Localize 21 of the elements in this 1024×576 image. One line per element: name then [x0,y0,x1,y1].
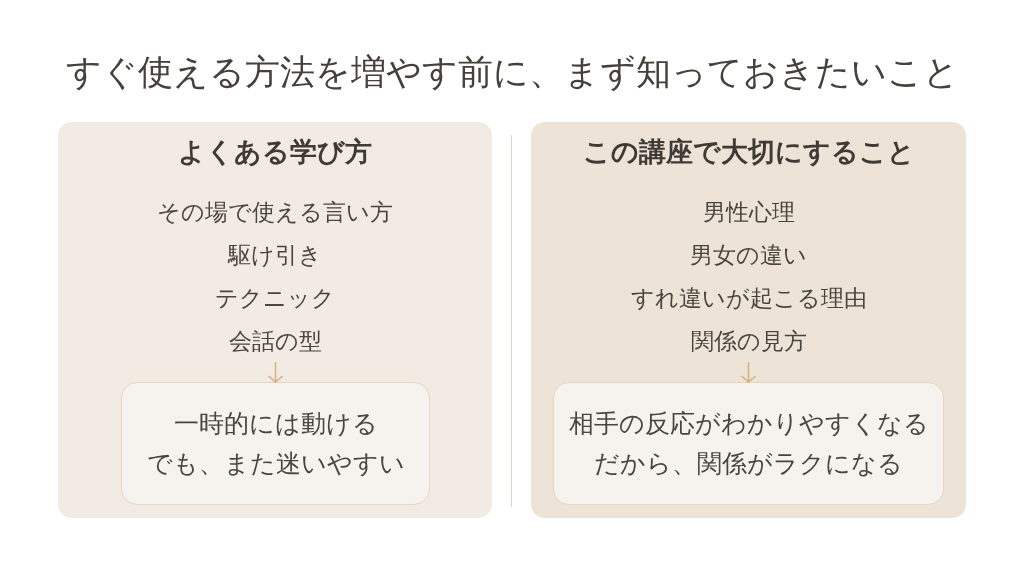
card-panel [58,122,492,518]
result-text: 相手の反応がわかりやすくなる [568,407,929,440]
list-item: 駆け引き [228,240,322,270]
list-item: その場で使える言い方 [157,197,393,227]
list-item: 男女の違い [690,240,807,270]
arrow [740,361,757,383]
result-box [121,382,430,505]
page-title: すぐ使える方法を増やす前に、まず知っておきたいこと [65,51,959,94]
panel-heading: この講座で大切にすること [582,135,915,169]
list-item: 男性心理 [702,197,795,227]
arrow [267,361,284,383]
card-panel [531,122,966,518]
list-item: 関係の見方 [690,326,807,356]
list-item: すれ違いが起こる理由 [630,283,867,313]
list-item: テクニック [215,283,335,313]
list-item: 会話の型 [228,326,322,356]
result-text: だから、関係がラクになる [594,447,903,480]
result-text: 一時的には動ける [173,407,378,440]
result-box [553,382,944,505]
panel-heading: よくある学び方 [178,135,372,169]
result-text: でも、また迷いやすい [146,447,405,480]
